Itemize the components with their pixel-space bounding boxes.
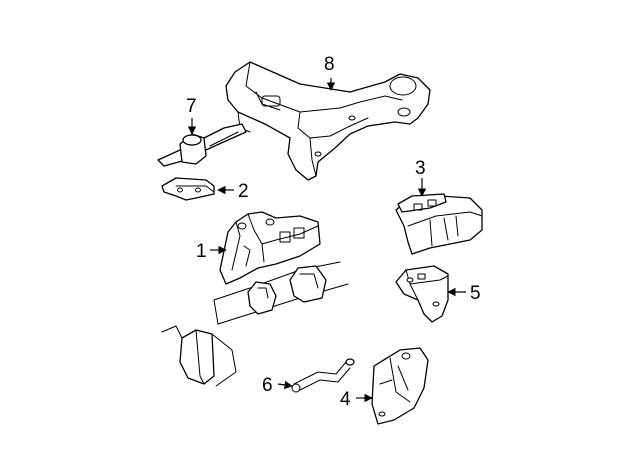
callouts: 8 7 2 1 3 5 6 4 [186,54,481,410]
callout-4: 4 [340,389,351,410]
transmission-mount-part-3 [395,193,483,255]
leader-6 [277,380,293,390]
leader-lines [187,78,466,403]
engine-mount-part-1 [219,211,321,285]
callout-1: 1 [196,241,207,262]
support-rod-part-6 [291,358,355,393]
callout-5: 5 [470,283,481,304]
callout-8: 8 [324,54,335,75]
mount-bracket-part-5 [395,265,449,323]
mount-bracket-part-4 [371,347,429,425]
callout-3: 3 [415,158,426,179]
bracket-part-2 [161,177,215,201]
crossmember-part-8 [225,61,431,181]
frame-rail [161,261,349,387]
torque-rod-part-7 [157,123,247,167]
callout-7: 7 [186,96,197,117]
callout-6: 6 [262,375,273,396]
callout-2: 2 [238,181,249,202]
